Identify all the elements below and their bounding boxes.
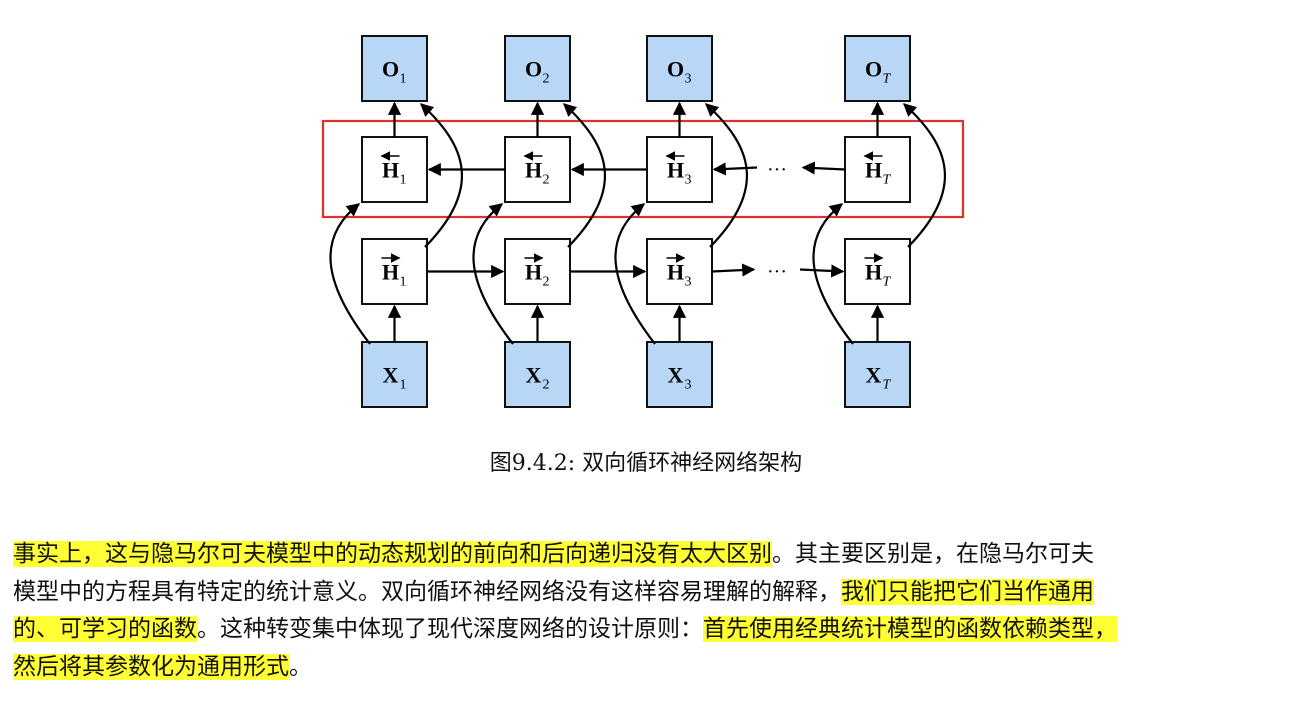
input-node-subscript: 2 bbox=[543, 378, 550, 393]
forward-node-label: H bbox=[525, 260, 542, 285]
input-node-label: X bbox=[383, 363, 399, 388]
plain-text: 。这种转变集中体现了现代深度网络的设计原则： bbox=[197, 616, 703, 642]
output-node-label: O bbox=[525, 57, 542, 82]
forward-node-label: H bbox=[382, 260, 399, 285]
plain-text: 模型中的方程具有特定的统计意义。双向循环神经网络没有这样容易理解的解释， bbox=[13, 578, 841, 605]
figure-caption: 图9.4.2: 双向循环神经网络架构 bbox=[489, 451, 803, 476]
paragraph-line-2: 模型中的方程具有特定的统计意义。双向循环神经网络没有这样容易理解的解释，我们只能… bbox=[13, 574, 1281, 612]
output-node-subscript: T bbox=[883, 72, 892, 87]
highlighted-text: 的、可学习的函数 bbox=[13, 616, 197, 642]
input-node-subscript: 1 bbox=[400, 378, 407, 393]
body-paragraph: 事实上，这与隐马尔可夫模型中的动态规划的前向和后向递归没有太大区别。其主要区别是… bbox=[13, 536, 1281, 686]
input-to-backward-arrow bbox=[812, 203, 854, 345]
input-node-subscript: T bbox=[883, 378, 892, 393]
backward-layer-highlight-box bbox=[321, 119, 965, 219]
forward-node-subscript: T bbox=[883, 275, 892, 290]
highlighted-text: 事实上，这与隐马尔可夫模型中的动态规划的前向和后向递归没有太大区别 bbox=[13, 541, 772, 567]
backward-ellipsis: ··· bbox=[767, 159, 787, 181]
output-node-subscript: 1 bbox=[400, 72, 407, 87]
input-node-box bbox=[361, 341, 428, 408]
backward-node-box bbox=[504, 136, 571, 203]
input-node-box bbox=[844, 341, 911, 408]
paragraph-line-4: 然后将其参数化为通用形式。 bbox=[13, 649, 1281, 687]
backward-recurrent-arrow bbox=[801, 161, 846, 175]
input-to-backward-arrow bbox=[329, 203, 371, 345]
backward-node-label: H bbox=[382, 158, 399, 183]
forward-node-subscript: 2 bbox=[543, 275, 550, 290]
backward-node-subscript: 3 bbox=[685, 173, 692, 188]
forward-to-output-arrow bbox=[903, 103, 946, 248]
output-node-box bbox=[504, 35, 571, 102]
backward-node-box bbox=[361, 136, 428, 203]
backward-node-label: H bbox=[525, 158, 542, 183]
highlighted-text: 首先使用经典统计模型的函数依赖类型， bbox=[703, 616, 1117, 642]
forward-node-label: H bbox=[667, 260, 684, 285]
highlighted-text: 我们只能把它们当作通用 bbox=[841, 578, 1094, 605]
input-node-label: X bbox=[526, 363, 542, 388]
forward-node-subscript: 3 bbox=[685, 275, 692, 290]
input-node-label: X bbox=[668, 363, 684, 388]
output-node-subscript: 2 bbox=[543, 72, 550, 87]
paragraph-line-3: 的、可学习的函数。这种转变集中体现了现代深度网络的设计原则：首先使用经典统计模型… bbox=[13, 611, 1281, 649]
forward-node-box bbox=[361, 238, 428, 305]
output-node-label: O bbox=[667, 57, 684, 82]
forward-node-box bbox=[504, 238, 571, 305]
forward-to-output-arrow bbox=[705, 103, 748, 248]
backward-node-label: H bbox=[667, 158, 684, 183]
backward-node-subscript: 1 bbox=[400, 173, 407, 188]
output-node-box bbox=[361, 35, 428, 102]
forward-node-box bbox=[844, 238, 911, 305]
forward-node-subscript: 1 bbox=[400, 275, 407, 290]
output-node-box bbox=[646, 35, 713, 102]
forward-recurrent-arrow bbox=[711, 263, 756, 277]
backward-recurrent-arrow bbox=[712, 162, 758, 176]
plain-text: 。其主要区别是，在隐马尔可夫 bbox=[772, 541, 1094, 567]
backward-node-box bbox=[646, 136, 713, 203]
output-node-label: O bbox=[382, 57, 399, 82]
backward-node-subscript: 2 bbox=[543, 173, 550, 188]
output-node-label: O bbox=[865, 57, 882, 82]
paragraph-line-1: 事实上，这与隐马尔可夫模型中的动态规划的前向和后向递归没有太大区别。其主要区别是… bbox=[13, 536, 1281, 574]
forward-node-label: H bbox=[865, 260, 882, 285]
output-node-subscript: 3 bbox=[685, 72, 692, 87]
forward-recurrent-arrow bbox=[799, 264, 845, 278]
highlighted-text: 然后将其参数化为通用形式 bbox=[13, 653, 289, 680]
input-node-box bbox=[504, 341, 571, 408]
forward-node-box bbox=[646, 238, 713, 305]
input-node-label: X bbox=[866, 363, 882, 388]
backward-node-subscript: T bbox=[883, 173, 892, 188]
output-node-box bbox=[844, 35, 911, 102]
backward-node-label: H bbox=[865, 158, 882, 183]
input-node-box bbox=[646, 341, 713, 408]
forward-ellipsis: ··· bbox=[767, 261, 787, 283]
input-to-backward-arrow bbox=[614, 203, 656, 345]
input-to-backward-arrow bbox=[472, 203, 514, 345]
plain-text: 。 bbox=[289, 653, 312, 680]
input-node-subscript: 3 bbox=[685, 378, 692, 393]
